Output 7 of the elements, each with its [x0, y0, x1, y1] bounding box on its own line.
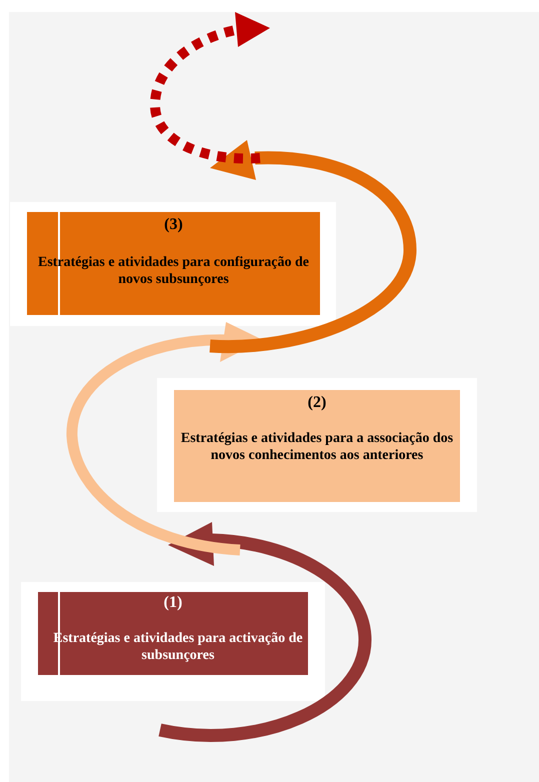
step-box [27, 212, 320, 315]
step-number: (3) [163, 216, 184, 234]
step-box [38, 592, 308, 675]
step-number: (1) [162, 594, 184, 612]
step-box [174, 390, 460, 502]
step-description: Estratégias e atividades para a associação dos novos conhecimentos aos anteriores [180, 430, 454, 464]
step-number: (2) [306, 394, 328, 412]
